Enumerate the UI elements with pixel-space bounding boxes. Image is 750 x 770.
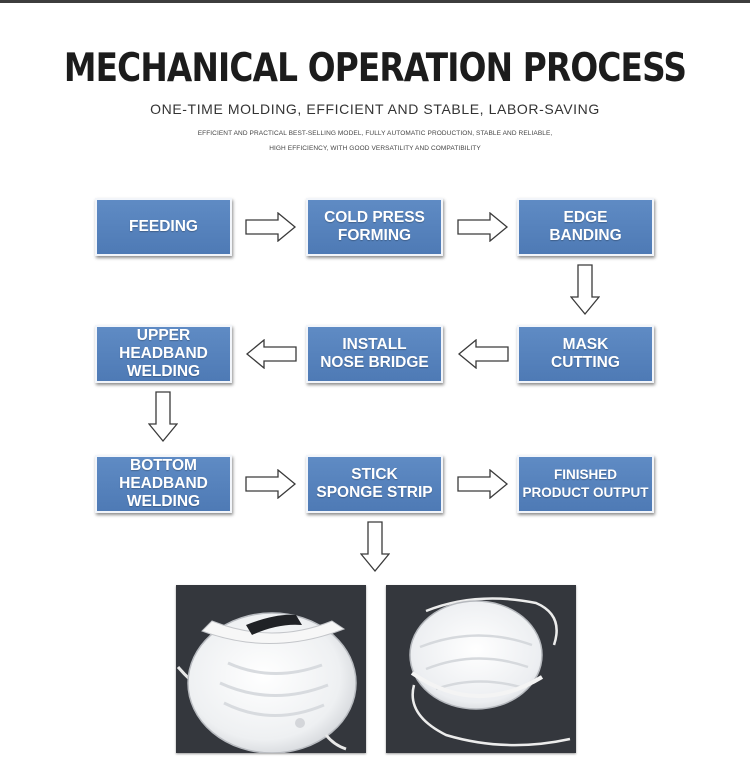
mask-side-photo xyxy=(386,585,576,753)
arrow-down-icon xyxy=(148,391,178,443)
description-line-1: EFFICIENT AND PRACTICAL BEST-SELLING MOD… xyxy=(197,130,553,137)
arrow-left-icon xyxy=(457,339,509,369)
step-upper-headband-welding: UPPER HEADBAND WELDING xyxy=(95,325,232,383)
top-divider xyxy=(0,0,750,3)
step-edge-banding: EDGE BANDING xyxy=(517,198,654,256)
arrow-right-icon xyxy=(245,469,297,499)
arrow-down-icon xyxy=(360,521,390,573)
step-feeding: FEEDING xyxy=(95,198,232,256)
arrow-down-icon xyxy=(570,264,600,316)
mask-front-photo xyxy=(176,585,366,753)
step-cold-press-forming: COLD PRESS FORMING xyxy=(306,198,443,256)
step-finished-product-output: FINISHED PRODUCT OUTPUT xyxy=(517,455,654,513)
description-line-2: HIGH EFFICIENCY, WITH GOOD VERSATILITY A… xyxy=(269,145,481,152)
page-title: MECHANICAL OPERATION PROCESS xyxy=(63,46,687,91)
arrow-right-icon xyxy=(457,212,509,242)
step-bottom-headband-welding: BOTTOM HEADBAND WELDING xyxy=(95,455,232,513)
page-subtitle: ONE-TIME MOLDING, EFFICIENT AND STABLE, … xyxy=(150,101,600,117)
arrow-right-icon xyxy=(457,469,509,499)
arrow-right-icon xyxy=(245,212,297,242)
step-stick-sponge-strip: STICK SPONGE STRIP xyxy=(306,455,443,513)
arrow-left-icon xyxy=(245,339,297,369)
step-install-nose-bridge: INSTALL NOSE BRIDGE xyxy=(306,325,443,383)
step-mask-cutting: MASK CUTTING xyxy=(517,325,654,383)
